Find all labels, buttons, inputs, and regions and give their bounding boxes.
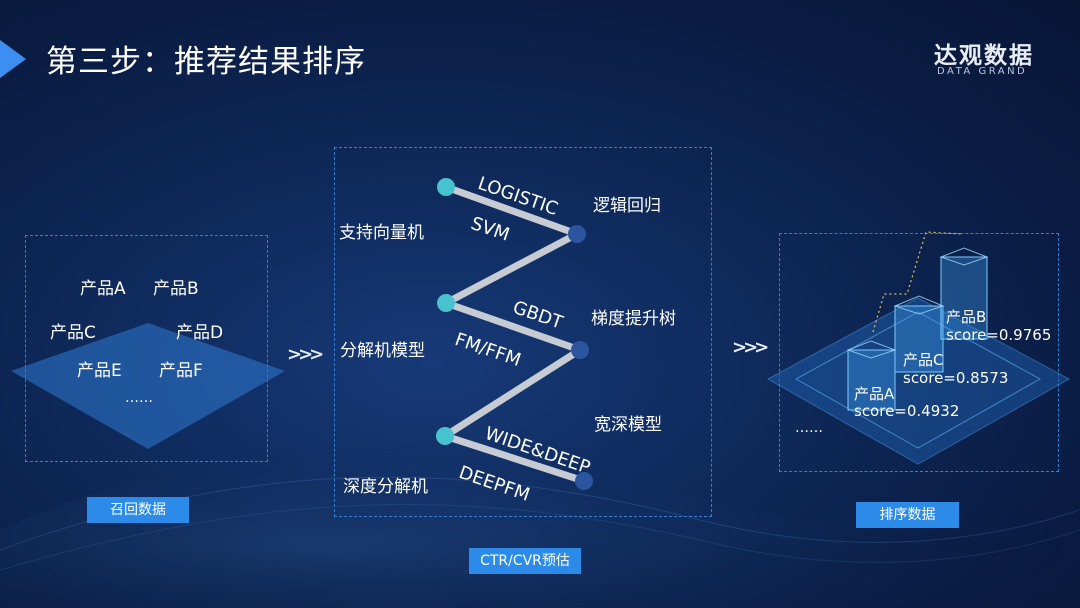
model-label: CTR/CVR预估 [469,548,581,574]
bar-product-b [940,256,988,340]
model-label-gbdt-cn: 梯度提升树 [591,309,676,329]
node-navy-2 [571,341,589,359]
model-label-lr-cn: 逻辑回归 [593,196,661,216]
node-navy-3 [575,472,593,490]
node-navy-1 [568,225,586,243]
recall-item-e: 产品E [77,361,122,381]
title-marker-icon [0,40,26,78]
ranking-more: …… [795,420,823,436]
arrow-icon-2: >>> [732,337,769,358]
recall-item-c: 产品C [50,323,96,343]
recall-item-d: 产品D [176,323,224,343]
recall-item-f: 产品F [159,361,203,381]
recall-label: 召回数据 [87,497,189,523]
ranking-name-a: 产品A [854,385,895,403]
node-teal-2 [437,294,455,312]
model-panel [334,147,712,517]
ranking-score-a: score=0.4932 [854,402,960,420]
model-label-deepfm-cn: 深度分解机 [343,477,428,497]
bar-product-a [847,349,896,411]
model-label-svm-cn: 支持向量机 [339,223,424,243]
recall-more: …… [125,390,153,406]
arrow-icon-1: >>> [287,344,324,365]
logo-text: 达观数据 [934,43,1034,69]
page-title: 第三步：推荐结果排序 [46,44,366,80]
recall-panel [25,235,268,462]
recall-item-a: 产品A [80,279,126,299]
bar-product-c [894,305,944,373]
ranking-panel [779,233,1059,472]
ranking-name-c: 产品C [903,351,944,369]
ranking-name-b: 产品B [946,308,987,326]
logo-subtext: DATA GRAND [937,66,1028,77]
model-label-wd-cn: 宽深模型 [594,415,662,435]
recall-item-b: 产品B [153,279,199,299]
ranking-label: 排序数据 [856,502,959,528]
model-label-fm-cn: 分解机模型 [340,341,425,361]
ranking-score-b: score=0.9765 [946,326,1052,344]
ranking-score-c: score=0.8573 [903,369,1009,387]
node-teal-1 [437,178,455,196]
trend-line [872,231,963,333]
node-teal-3 [436,427,454,445]
